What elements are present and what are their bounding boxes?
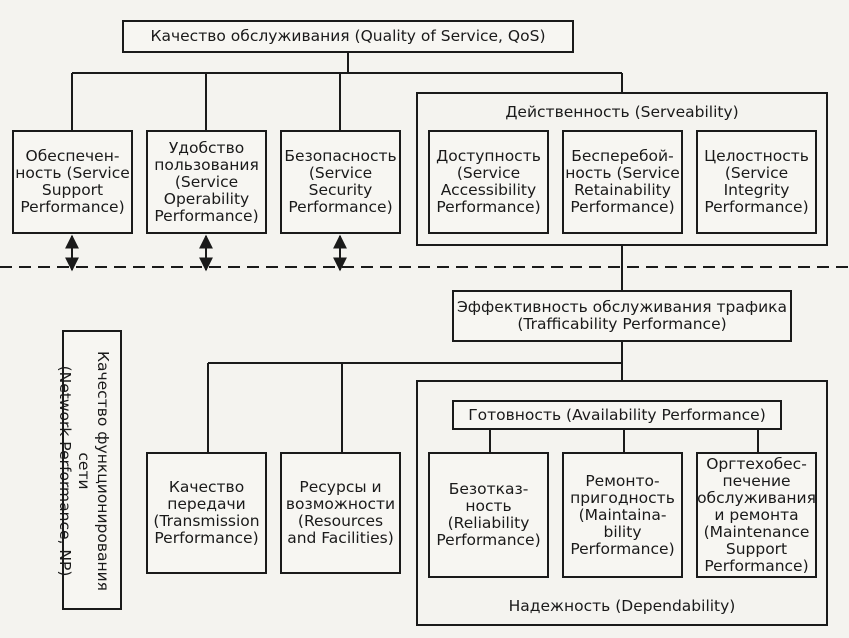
transmission-box: Качество передачи (Transmission Performa… bbox=[146, 452, 267, 574]
availability-label: Готовность (Availability Performance) bbox=[468, 405, 766, 424]
np-box bbox=[62, 330, 122, 610]
serveability-frame: Действенность (Serveability) bbox=[416, 92, 828, 246]
np-label: Качество функционирования сети (Network … bbox=[56, 350, 112, 591]
service-operability-label: Удобство пользования (Service Operabilit… bbox=[154, 138, 259, 225]
serveability-title: Действенность (Serveability) bbox=[505, 103, 739, 121]
trafficability-label: Эффективность обслуживания трафика (Traf… bbox=[456, 298, 788, 333]
service-support-box: Обеспечен- ность (Service Support Perfor… bbox=[12, 130, 133, 234]
integrity-box: Целостность (Service Integrity Performan… bbox=[696, 130, 817, 234]
dependability-title: Надежность (Dependability) bbox=[508, 597, 736, 615]
service-security-label: Безопасность (Service Security Performan… bbox=[284, 147, 397, 216]
availability-box: Готовность (Availability Performance) bbox=[452, 400, 782, 430]
transmission-label: Качество передачи (Transmission Performa… bbox=[153, 478, 260, 547]
integrity-label: Целостность (Service Integrity Performan… bbox=[704, 147, 809, 216]
service-support-label: Обеспечен- ность (Service Support Perfor… bbox=[15, 147, 130, 216]
retainability-label: Бесперебой- ность (Service Retainability… bbox=[565, 147, 680, 216]
trafficability-box: Эффективность обслуживания трафика (Traf… bbox=[452, 290, 792, 342]
reliability-label: Безотказ- ность (Reliability Performance… bbox=[436, 480, 541, 549]
accessibility-label: Доступность (Service Accessibility Perfo… bbox=[436, 147, 541, 216]
maintenance-support-box: Оргтехобес- печение обслуживания и ремон… bbox=[696, 452, 817, 578]
accessibility-box: Доступность (Service Accessibility Perfo… bbox=[428, 130, 549, 234]
qos-label: Качество обслуживания (Quality of Servic… bbox=[150, 27, 546, 45]
resources-box: Ресурсы и возможности (Resources and Fac… bbox=[280, 452, 401, 574]
resources-label: Ресурсы и возможности (Resources and Fac… bbox=[285, 478, 396, 547]
qos-box: Качество обслуживания (Quality of Servic… bbox=[122, 20, 574, 53]
service-security-box: Безопасность (Service Security Performan… bbox=[280, 130, 401, 234]
maintainability-box: Ремонто- пригодность (Maintaina- bility … bbox=[562, 452, 683, 578]
dependability-frame: Надежность (Dependability) bbox=[416, 380, 828, 626]
retainability-box: Бесперебой- ность (Service Retainability… bbox=[562, 130, 683, 234]
maintenance-support-label: Оргтехобес- печение обслуживания и ремон… bbox=[697, 454, 816, 575]
reliability-box: Безотказ- ность (Reliability Performance… bbox=[428, 452, 549, 578]
service-operability-box: Удобство пользования (Service Operabilit… bbox=[146, 130, 267, 234]
maintainability-label: Ремонто- пригодность (Maintaina- bility … bbox=[570, 471, 675, 558]
